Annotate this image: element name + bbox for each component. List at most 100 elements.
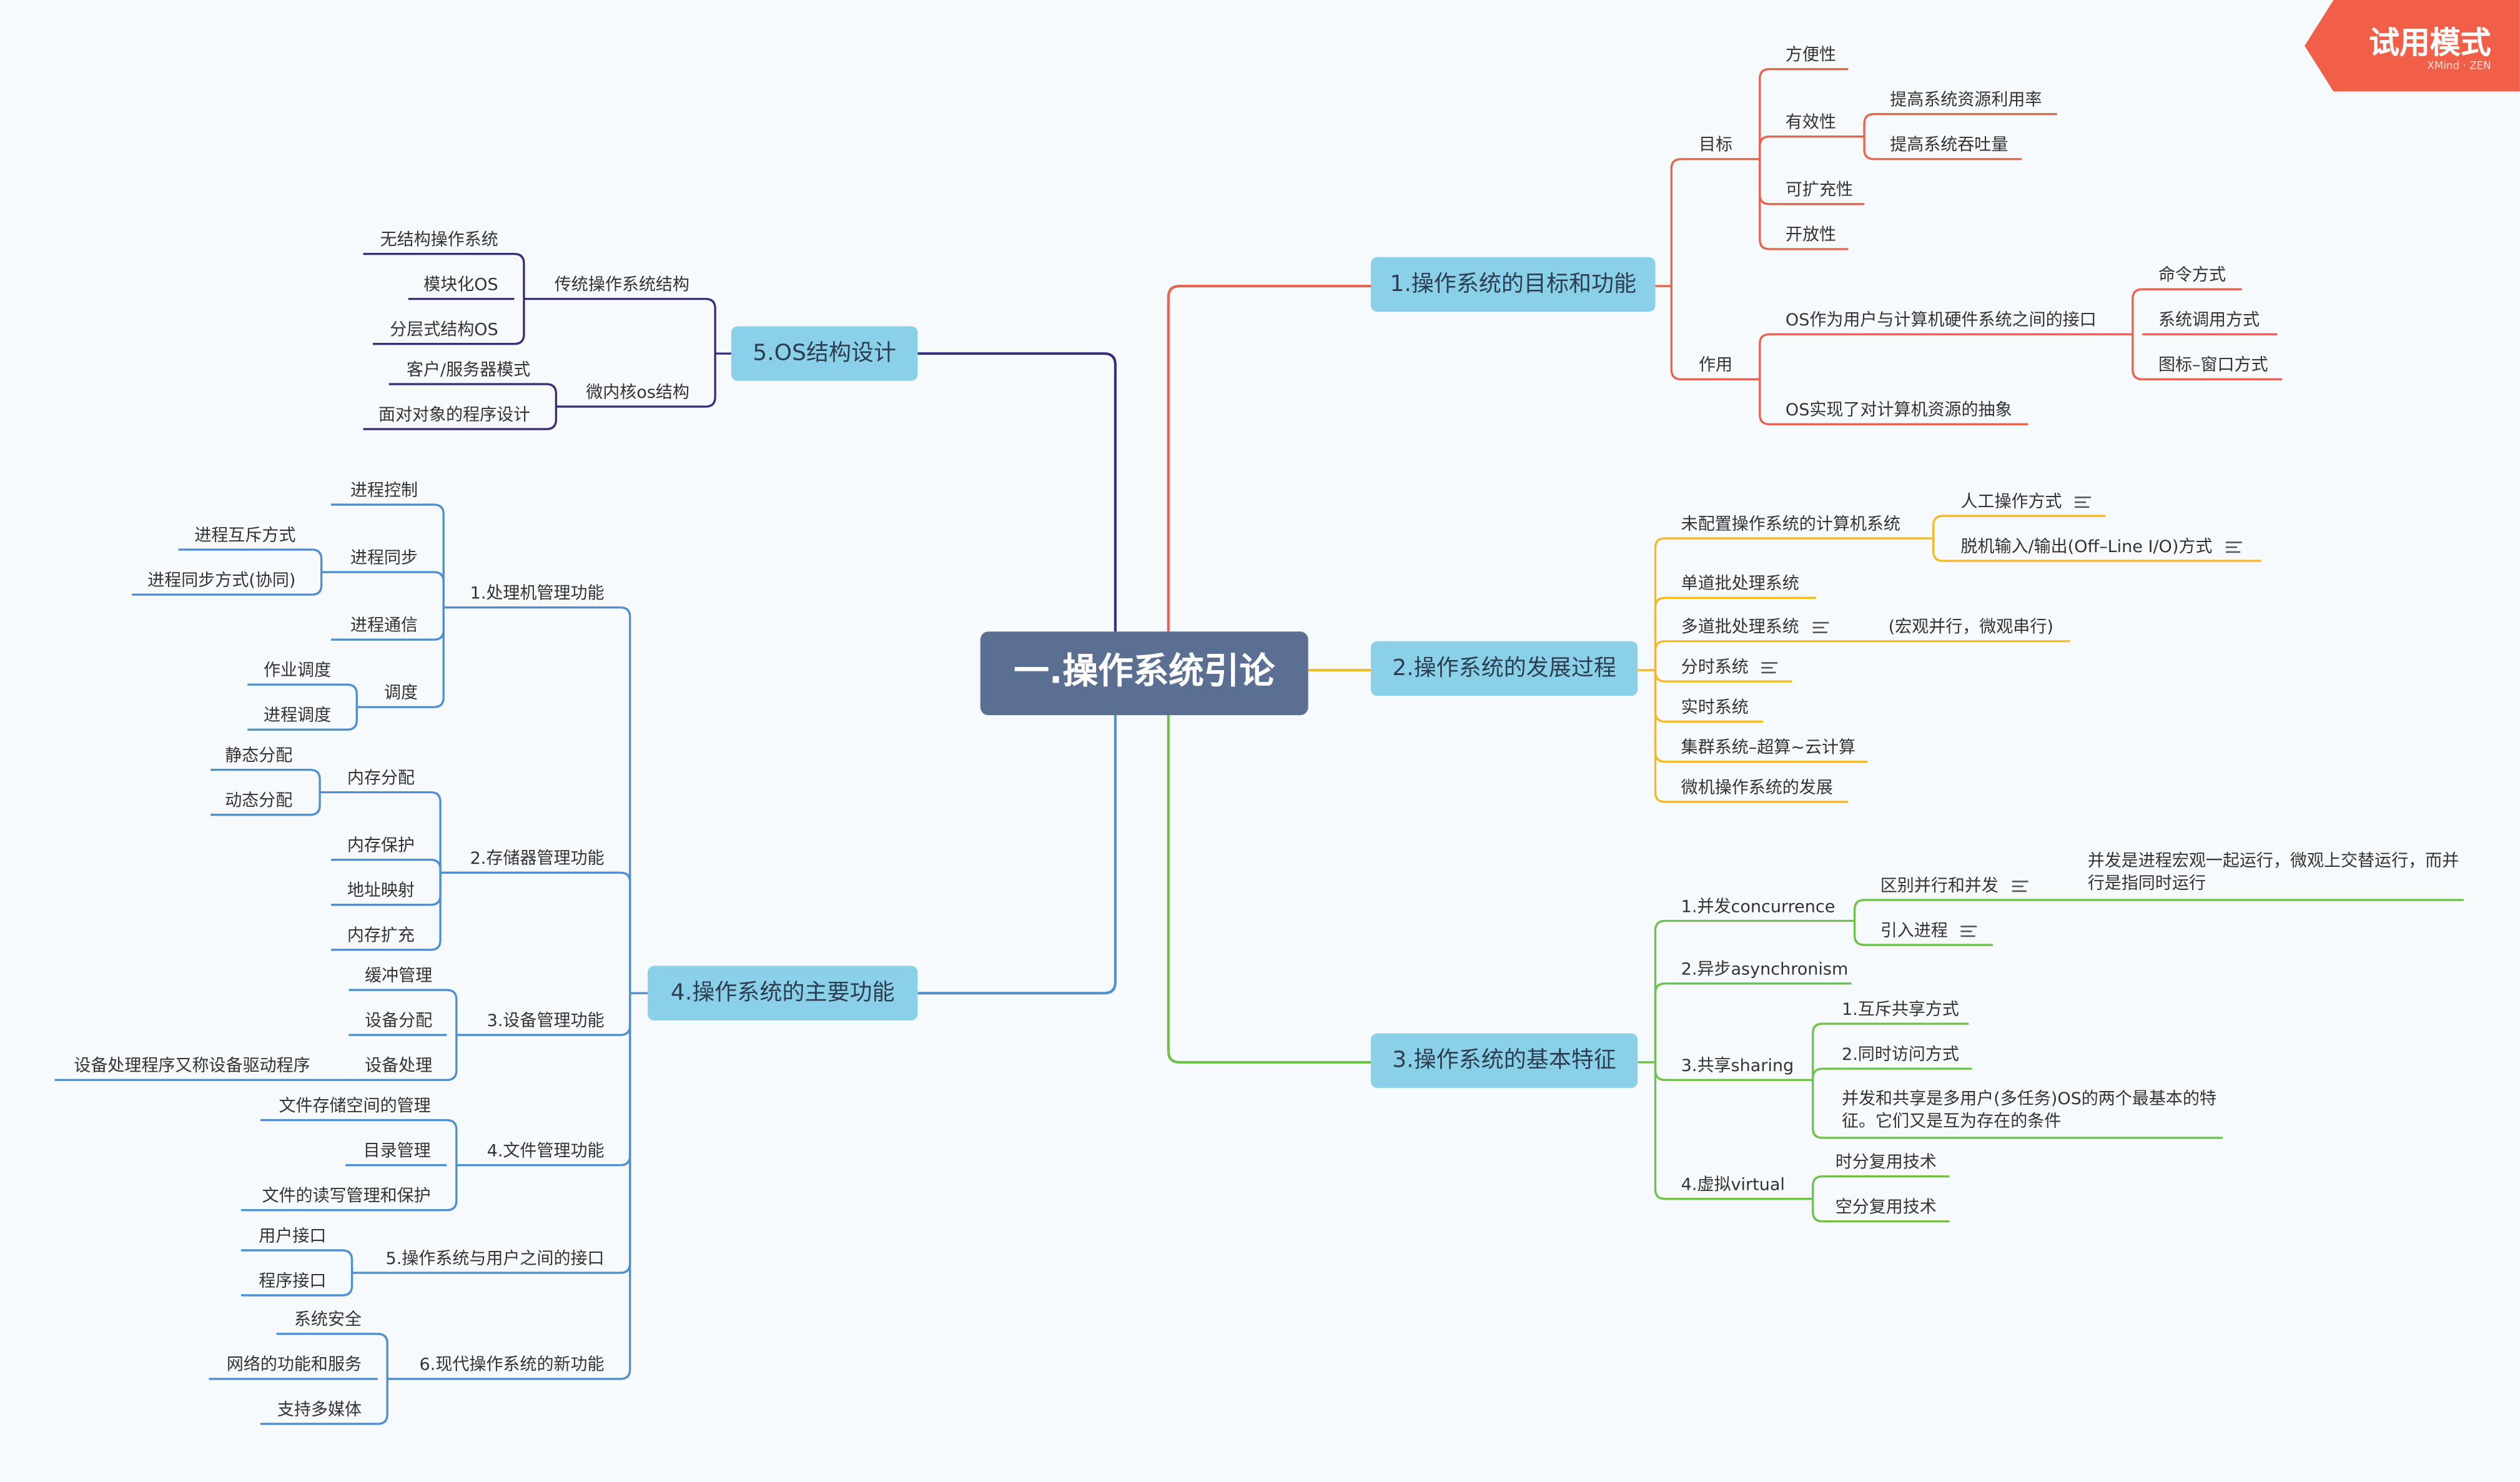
topic-node[interactable]: 目录管理 <box>363 1143 431 1165</box>
topic-node[interactable]: 程序接口 <box>259 1273 326 1295</box>
topic-node[interactable]: 分层式结构OS <box>390 322 498 344</box>
topic-node[interactable]: 方便性 <box>1786 47 1836 69</box>
connector-line <box>514 299 525 345</box>
topic-node[interactable]: 多道批处理系统 <box>1681 619 1829 641</box>
topic-label: 进程同步 <box>350 548 418 568</box>
topic-node[interactable]: 1.处理机管理功能 <box>470 585 605 608</box>
topic-node[interactable]: 传统操作系统结构 <box>555 277 689 299</box>
topic-node[interactable]: 3.共享sharing <box>1681 1058 1794 1080</box>
topic-node[interactable]: 无结构操作系统 <box>380 232 498 254</box>
topic-node[interactable]: 缓冲管理 <box>365 968 432 990</box>
topic-node[interactable]: 命令方式 <box>2158 267 2226 289</box>
topic-basic-features-label: 3.操作系统的基本特征 <box>1392 1047 1616 1074</box>
topic-node[interactable]: 模块化OS <box>423 277 498 299</box>
topic-node[interactable]: 内存扩充 <box>347 927 415 950</box>
topic-label: 作用 <box>1698 355 1733 375</box>
note-icon[interactable] <box>2225 538 2241 556</box>
topic-node[interactable]: 设备处理 <box>365 1058 432 1080</box>
topic-node[interactable]: 并发和共享是多用户(多任务)OS的两个最基本的特征。它们又是互为存在的条件 <box>1842 1088 2220 1138</box>
topic-node[interactable]: 目标 <box>1699 137 1732 159</box>
topic-node[interactable]: 单道批处理系统 <box>1681 576 1799 598</box>
topic-node[interactable]: 系统安全 <box>294 1312 362 1334</box>
topic-node[interactable]: 设备处理程序又称设备驱动程序 <box>74 1058 310 1080</box>
note-icon[interactable] <box>2011 877 2028 895</box>
topic-os-structure[interactable]: 5.OS结构设计 <box>731 326 918 381</box>
topic-node[interactable]: 1.并发concurrence <box>1681 899 1836 921</box>
topic-node[interactable]: 4.虚拟virtual <box>1681 1177 1785 1199</box>
topic-development[interactable]: 2.操作系统的发展过程 <box>1371 641 1638 696</box>
topic-node[interactable]: 实时系统 <box>1681 699 1749 722</box>
topic-node[interactable]: 面对对象的程序设计 <box>378 407 530 429</box>
connector-line <box>1863 113 1874 137</box>
topic-node[interactable]: 未配置操作系统的计算机系统 <box>1681 516 1900 538</box>
note-icon[interactable] <box>2075 493 2091 511</box>
topic-main-functions[interactable]: 4.操作系统的主要功能 <box>648 966 918 1021</box>
topic-label: 1.并发concurrence <box>1681 897 1836 917</box>
topic-node[interactable]: 图标–窗口方式 <box>2158 357 2268 380</box>
trial-mode-banner[interactable]: 试用模式 XMind · ZEN <box>2305 0 2520 92</box>
topic-node[interactable]: 进程控制 <box>350 483 418 505</box>
topic-basic-features[interactable]: 3.操作系统的基本特征 <box>1371 1033 1638 1089</box>
topic-node[interactable]: (宏观并行，微观串行) <box>1889 619 2053 641</box>
connector-line <box>433 503 445 608</box>
topic-node[interactable]: 区别并行和并发 <box>1880 877 2028 900</box>
topic-node[interactable]: 脱机输入/输出(Off–Line I/O)方式 <box>1960 538 2241 561</box>
topic-node[interactable]: OS作为用户与计算机硬件系统之间的接口 <box>1786 312 2097 335</box>
topic-node[interactable]: 进程调度 <box>264 708 331 730</box>
topic-node[interactable]: 微机操作系统的发展 <box>1681 780 1833 802</box>
topic-node[interactable]: 进程同步方式(协同) <box>147 573 295 595</box>
note-icon[interactable] <box>1960 922 1977 940</box>
topic-node[interactable]: 地址映射 <box>347 882 415 905</box>
topic-node[interactable]: 系统调用方式 <box>2158 312 2260 335</box>
topic-node[interactable]: 2.存储器管理功能 <box>470 851 605 873</box>
topic-label: 方便性 <box>1785 46 1836 66</box>
topic-node[interactable]: 3.设备管理功能 <box>487 1013 605 1035</box>
topic-node[interactable]: 引入进程 <box>1880 922 1977 945</box>
topic-node[interactable]: 开放性 <box>1786 227 1836 249</box>
topic-node[interactable]: 可扩充性 <box>1786 182 1853 204</box>
topic-node[interactable]: 提高系统吞吐量 <box>1890 137 2008 159</box>
connector-line <box>1654 670 1666 683</box>
central-topic[interactable]: 一.操作系统引论 <box>980 631 1308 716</box>
topic-node[interactable]: 动态分配 <box>225 793 292 815</box>
topic-node[interactable]: 调度 <box>384 685 418 708</box>
topic-node[interactable]: 支持多媒体 <box>277 1402 362 1424</box>
topic-node[interactable]: 微内核os结构 <box>586 385 689 407</box>
topic-node[interactable]: 用户接口 <box>259 1228 326 1250</box>
topic-node[interactable]: 进程通信 <box>350 618 418 640</box>
topic-node[interactable]: 2.异步asynchronism <box>1681 961 1849 984</box>
topic-node[interactable]: 空分复用技术 <box>1836 1199 1937 1222</box>
topic-node[interactable]: 有效性 <box>1786 114 1836 137</box>
topic-node[interactable]: 内存分配 <box>347 770 415 793</box>
topic-node[interactable]: 作业调度 <box>264 663 331 684</box>
topic-node[interactable]: 进程互斥方式 <box>194 528 295 550</box>
connector-line <box>1167 284 1371 632</box>
topic-node[interactable]: 文件存储空间的管理 <box>279 1098 430 1120</box>
topic-node[interactable]: OS实现了对计算机资源的抽象 <box>1786 402 2012 425</box>
topic-node[interactable]: 进程同步 <box>350 550 418 572</box>
topic-node[interactable]: 分时系统 <box>1681 659 1778 681</box>
topic-node[interactable]: 4.文件管理功能 <box>487 1143 605 1165</box>
topic-node[interactable]: 并发是进程宏观一起运行，微观上交替运行，而并行是指同时运行 <box>2088 850 2461 900</box>
topic-label: 静态分配 <box>225 746 293 766</box>
topic-node[interactable]: 设备分配 <box>365 1013 432 1035</box>
topic-goals-functions-label: 1.操作系统的目标和功能 <box>1390 271 1637 298</box>
topic-node[interactable]: 人工操作方式 <box>1960 493 2091 516</box>
topic-node[interactable]: 作用 <box>1698 355 1733 380</box>
topic-node[interactable]: 集群系统–超算~云计算 <box>1681 739 1855 762</box>
topic-goals-functions[interactable]: 1.操作系统的目标和功能 <box>1371 257 1656 312</box>
topic-node[interactable]: 内存保护 <box>347 837 415 860</box>
topic-node[interactable]: 6.现代操作系统的新功能 <box>420 1357 605 1379</box>
topic-node[interactable]: 5.操作系统与用户之间的接口 <box>386 1251 605 1273</box>
topic-node[interactable]: 网络的功能和服务 <box>227 1357 362 1379</box>
topic-node[interactable]: 1.互斥共享方式 <box>1842 1002 1959 1024</box>
topic-node[interactable]: 时分复用技术 <box>1836 1154 1937 1177</box>
topic-node[interactable]: 静态分配 <box>225 748 292 770</box>
topic-node[interactable]: 文件的读写管理和保护 <box>262 1188 430 1210</box>
topic-node[interactable]: 客户/服务器模式 <box>407 362 530 384</box>
topic-node[interactable]: 提高系统资源利用率 <box>1890 92 2042 114</box>
note-icon[interactable] <box>1761 659 1778 676</box>
note-icon[interactable] <box>1812 619 1829 636</box>
topic-node[interactable]: 2.同时访问方式 <box>1842 1047 1959 1069</box>
connector-line <box>1654 596 1666 671</box>
